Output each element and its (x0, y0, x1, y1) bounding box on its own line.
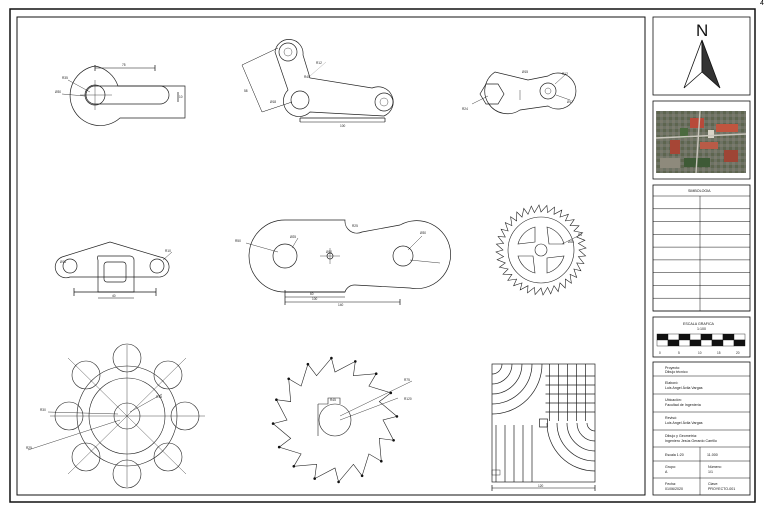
drawing-connecting-plate (245, 219, 451, 305)
drawing-hex-wrench (471, 71, 577, 115)
info-grupo-label: Grupo: (665, 465, 676, 469)
dim-d5-e: Ø30 (420, 231, 426, 235)
info-grupo-value: A (665, 470, 668, 474)
scale-tick-0: 0 (659, 351, 661, 355)
drawing-frame (16, 16, 646, 496)
dim-d2-w: 100 (340, 124, 346, 128)
scale-tick-1: 5 (678, 351, 680, 355)
info-docente-label: Dibujo y Geometría: (665, 434, 697, 438)
scale-bar-unit: 1:100 (697, 327, 706, 331)
drawing-flower-flange (27, 343, 205, 489)
dim-d5-f: 60 (310, 292, 314, 296)
dim-d9-a: 120 (538, 484, 544, 488)
info-proyecto-label: Proyecto: (665, 366, 680, 370)
dim-d3-c: Ø17 (567, 100, 573, 104)
dim-d6-b: R5 (578, 233, 582, 237)
dim-d1-r: R35 (62, 76, 68, 80)
scale-tick-4: 20 (736, 351, 740, 355)
dim-d1-w: 10 (179, 95, 183, 99)
info-clave-label: Clave: (708, 482, 718, 486)
scale-bar-title: ESCALA GRAFICA (683, 322, 715, 326)
drawing-saw-blade (271, 356, 413, 484)
info-revisado-label: Revisó: (665, 416, 677, 420)
drawing-link-arm (241, 39, 394, 123)
dim-d1-top: 75 (122, 63, 126, 67)
side-marker: 4 (760, 0, 764, 7)
info-grid (653, 375, 750, 495)
dim-d3-b: R12 (562, 72, 568, 76)
info-fecha-label: Fecha: (665, 482, 676, 486)
dim-d8-c: R45 (330, 398, 336, 402)
dim-d2-l: 58 (244, 89, 248, 93)
symbology-table (653, 195, 750, 312)
dim-d2-top: R12 (316, 61, 322, 65)
drawing-bracket-plate (54, 241, 173, 299)
table-title: SIMBOLOGIA (688, 189, 711, 193)
dim-d3-a: Ø15 (522, 70, 528, 74)
scale-bar (656, 333, 746, 347)
dim-d2-r: R45 (304, 75, 310, 79)
info-numero-value: 1/1 (708, 470, 713, 474)
dim-d8-b: R120 (404, 397, 412, 401)
dim-d7-a: R30 (40, 408, 46, 412)
location-aerial-image (655, 110, 747, 174)
sheet-border (9, 8, 756, 503)
dim-d2-phi: Ø18 (270, 100, 276, 104)
dim-d3-hex: R24 (462, 107, 468, 111)
info-proyecto-value: Dibujo técnico (665, 370, 688, 374)
dim-d4-a: Ø15 (60, 260, 66, 264)
dim-d5-h: 140 (338, 303, 344, 307)
info-clave-value: PROYECTO-001 (708, 487, 735, 491)
dim-d4-c: 40 (112, 294, 116, 298)
info-ubicacion-value: Facultad de Ingeniería (665, 403, 701, 407)
info-docente-value: Ingeniero Jesús Gerardo Carrillo (665, 439, 717, 443)
dim-d8-a: R75 (404, 378, 410, 382)
dim-d5-c: Ø10 (326, 250, 332, 254)
drawing-arc-pattern (491, 363, 596, 491)
dim-d7-c: R15 (156, 395, 162, 399)
info-numero-label: Número: (708, 465, 722, 469)
dim-d5-b: Ø25 (290, 235, 296, 239)
info-elaborado-label: Elaboró: (665, 381, 678, 385)
dim-d5-a: R50 (235, 239, 241, 243)
scale-tick-3: 15 (717, 351, 721, 355)
info-escala-value: 11.000 (707, 453, 718, 457)
drawing-slotted-lever (61, 65, 186, 126)
dim-d4-b: R10 (165, 249, 171, 253)
info-escala-label: Escala 1:20 (665, 453, 684, 457)
north-label: N (696, 21, 708, 40)
info-revisado-value: Luis Angel Ávila Vargas (665, 421, 703, 425)
dim-d5-d: R25 (352, 224, 358, 228)
info-ubicacion-label: Ubicación: (665, 398, 682, 402)
info-elaborado-value: Luis Angel Ávila Vargas (665, 386, 703, 390)
drawing-ratchet-wheel (495, 204, 587, 296)
dim-d5-g: 100 (312, 297, 318, 301)
dim-d7-b: R25 (26, 446, 32, 450)
dim-d6-a: Ø25 (568, 240, 574, 244)
scale-tick-2: 10 (698, 351, 702, 355)
north-arrow: N (683, 21, 721, 89)
info-fecha-value: 01/06/2020 (665, 487, 683, 491)
dim-d1-phi: Ø30 (55, 90, 61, 94)
